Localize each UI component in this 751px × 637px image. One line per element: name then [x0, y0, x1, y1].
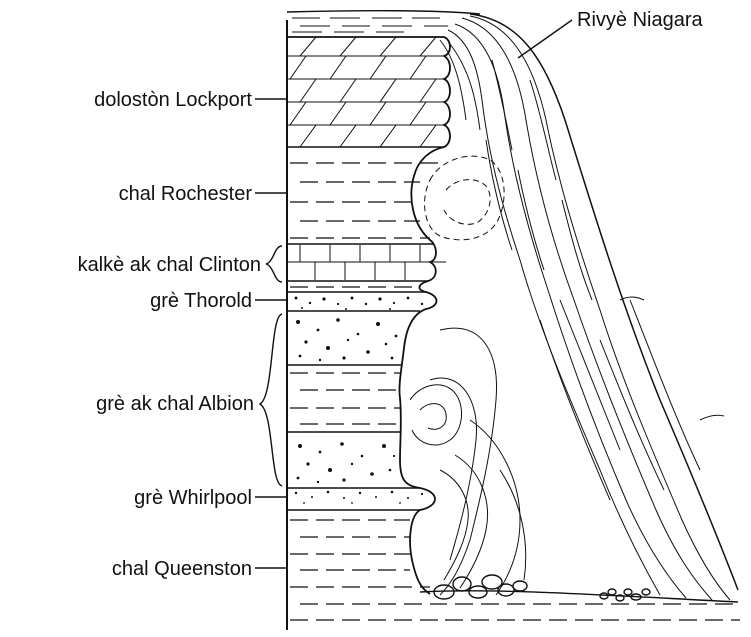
thorold-sandstone-layer — [295, 297, 424, 311]
albion-label: grè ak chal Albion — [96, 393, 254, 415]
waterfall — [410, 14, 738, 600]
rock-column — [288, 37, 450, 620]
lockport-label: dolostòn Lockport — [94, 89, 252, 111]
queenston-shale-layer — [290, 520, 450, 620]
cliff-profile — [287, 20, 450, 630]
boulders — [434, 575, 650, 601]
albion-layer — [290, 318, 400, 483]
river-label: Rivyè Niagara — [577, 9, 703, 31]
rochester-label-group: chal Rochester — [119, 183, 286, 205]
river-surface — [287, 11, 480, 32]
river-label-group: Rivyè Niagara — [518, 9, 703, 58]
queenston-label: chal Queenston — [112, 558, 252, 580]
clinton-label: kalkè ak chal Clinton — [78, 254, 261, 276]
lockport-dolostone-layer — [288, 37, 446, 147]
rochester-shale-layer — [290, 163, 440, 238]
whirlpool-label-group: grè Whirlpool — [134, 487, 286, 509]
whirlpool-label: grè Whirlpool — [134, 487, 252, 509]
albion-label-group: grè ak chal Albion — [96, 314, 282, 486]
gorge-floor-shale — [420, 591, 740, 620]
thorold-label-group: grè Thorold — [150, 290, 286, 312]
thorold-label: grè Thorold — [150, 290, 252, 312]
queenston-label-group: chal Queenston — [112, 558, 286, 580]
lockport-label-group: dolostòn Lockport — [94, 89, 286, 111]
rochester-label: chal Rochester — [119, 183, 253, 205]
whirlpool-sandstone-layer — [295, 491, 423, 504]
clinton-label-group: kalkè ak chal Clinton — [78, 246, 282, 282]
